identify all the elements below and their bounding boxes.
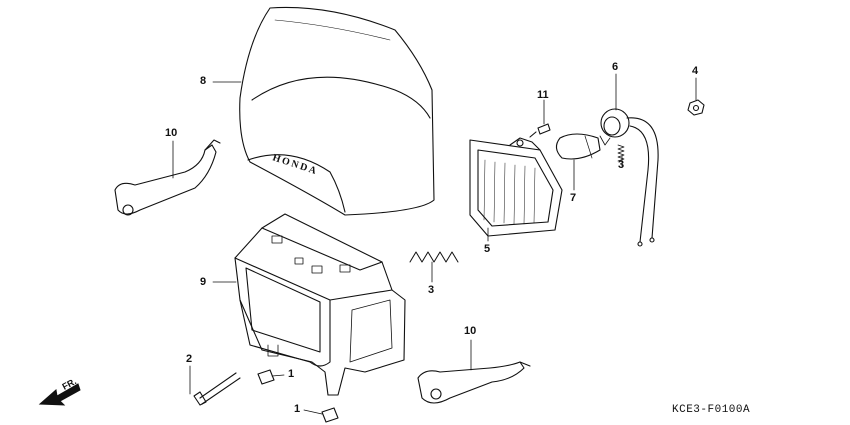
callout-1-upper: 1	[288, 368, 295, 380]
callout-3-upper: 3	[618, 159, 625, 171]
adjuster-spring	[409, 251, 459, 263]
visor-part: HONDA	[239, 6, 435, 216]
callout-7: 7	[570, 192, 577, 204]
collar-part-b	[321, 407, 339, 423]
callout-8: 8	[200, 75, 207, 87]
callout-10-lower: 10	[464, 325, 477, 337]
stay-lower-part	[417, 361, 531, 404]
callout-4: 4	[692, 65, 699, 77]
nut-hole	[692, 104, 700, 112]
leader-lines	[172, 73, 697, 415]
collar-part-a	[257, 369, 275, 385]
callout-10-upper: 10	[165, 127, 178, 139]
callout-2: 2	[186, 353, 193, 365]
socket-part	[599, 108, 659, 247]
callout-11: 11	[537, 89, 549, 101]
callout-9: 9	[200, 276, 207, 288]
headlight-case-part	[234, 213, 406, 396]
callout-5: 5	[484, 243, 491, 255]
screw-part	[529, 123, 551, 138]
stay-upper-part	[114, 139, 221, 216]
callout-6: 6	[612, 61, 619, 73]
bolt-part	[193, 372, 241, 406]
headlight-unit-part	[469, 137, 563, 237]
callout-3-lower: 3	[428, 284, 435, 296]
front-direction-arrow	[38, 383, 81, 406]
nut-part	[687, 99, 705, 116]
catalog-code: KCE3-F0100A	[672, 404, 751, 416]
callout-1-lower: 1	[294, 403, 301, 415]
bulb-part	[555, 133, 601, 160]
